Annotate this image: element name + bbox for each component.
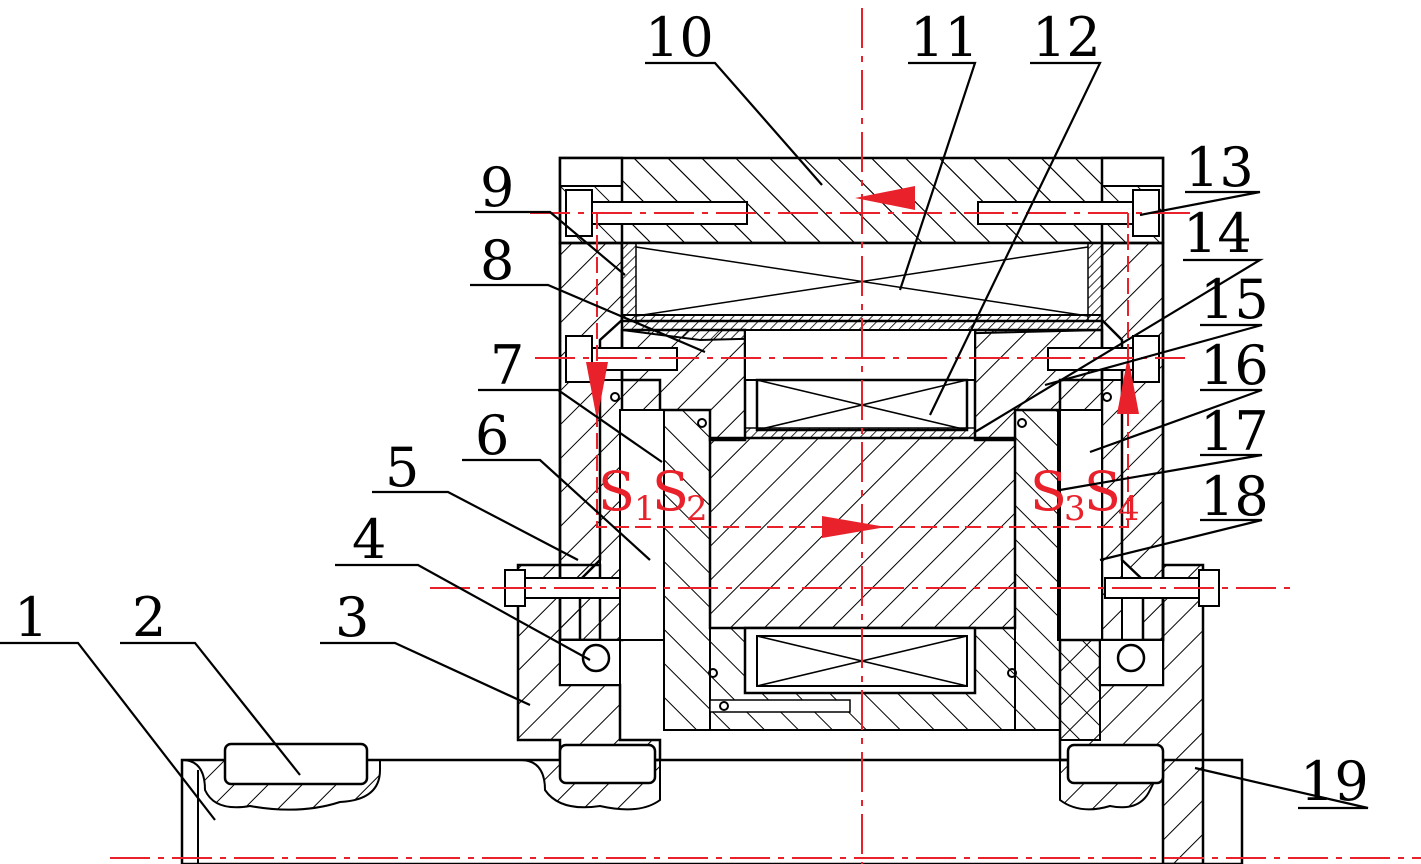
gap-label-s4: S — [1084, 460, 1121, 523]
label-19: 19 — [1300, 750, 1369, 813]
label-18: 18 — [1200, 465, 1269, 528]
gap-label-s2-sub: 2 — [686, 489, 708, 529]
flux-arrows — [586, 186, 1139, 538]
gap-label-s1: S — [598, 460, 635, 523]
right-bearing-ball — [1116, 643, 1146, 673]
label-1: 1 — [14, 586, 48, 649]
label-8: 8 — [480, 229, 514, 292]
label-5: 5 — [385, 436, 419, 499]
upper-inner-coil — [744, 329, 976, 439]
label-3: 3 — [335, 586, 369, 649]
gap-label-s3-sub: 3 — [1064, 489, 1086, 529]
label-11: 11 — [910, 6, 979, 69]
label-15: 15 — [1200, 268, 1269, 331]
gap-label-s4-sub: 4 — [1118, 489, 1140, 529]
gap-label-s3: S — [1030, 460, 1067, 523]
left-bearing-housing — [516, 563, 662, 785]
gap-label-s1-sub: 1 — [634, 489, 656, 529]
label-4: 4 — [352, 508, 386, 571]
label-6: 6 — [475, 404, 509, 467]
label-14: 14 — [1183, 202, 1252, 265]
leader-lines — [0, 61, 1369, 821]
label-17: 17 — [1200, 400, 1269, 463]
key — [223, 742, 369, 786]
label-13: 13 — [1185, 136, 1254, 199]
gap-label-s2: S — [652, 460, 689, 523]
label-2: 2 — [132, 586, 166, 649]
label-12: 12 — [1032, 6, 1101, 69]
label-16: 16 — [1200, 334, 1269, 397]
label-7: 7 — [490, 334, 524, 397]
part-number-labels: 1 2 3 4 5 6 7 8 9 10 11 12 13 14 15 16 1… — [14, 6, 1369, 813]
right-bearing-housing — [1058, 563, 1205, 864]
label-9: 9 — [480, 156, 514, 219]
gap-labels: S 1 S 2 S 3 S 4 — [598, 460, 1140, 529]
label-10: 10 — [645, 6, 714, 69]
left-bearing-ball — [581, 643, 611, 673]
